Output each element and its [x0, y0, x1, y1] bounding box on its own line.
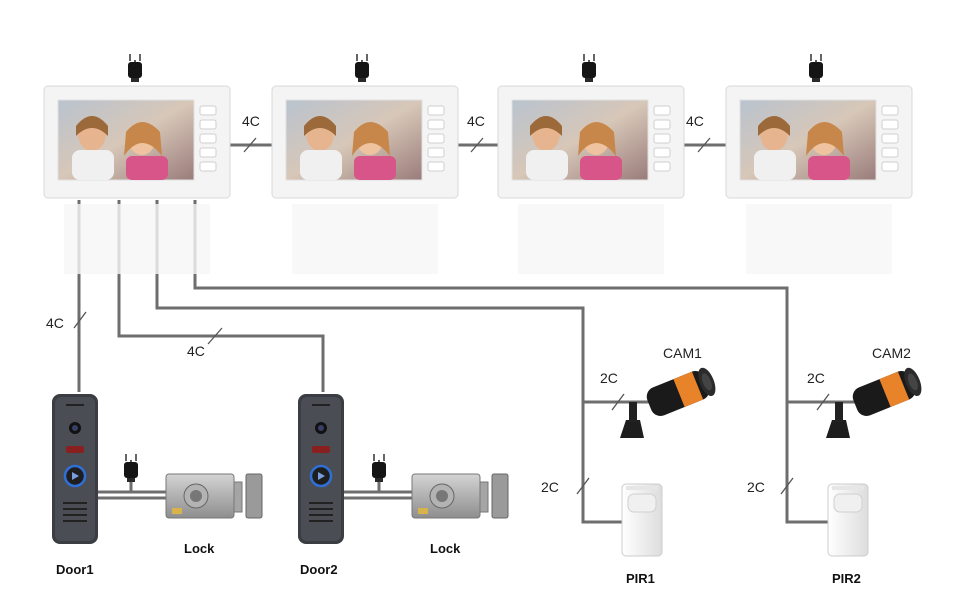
monitor-2: [271, 53, 459, 275]
monitor-4: [725, 53, 913, 275]
power-adapter-icon: [123, 453, 139, 483]
pir2-label: PIR2: [832, 571, 861, 586]
power-adapter-icon: [371, 453, 387, 483]
monitor-screen: [43, 85, 231, 275]
monitor-screen: [271, 85, 459, 275]
monitor-screen: [725, 85, 913, 275]
electric-lock-2: [411, 473, 509, 519]
monitor-link-label: 4C: [242, 113, 260, 129]
monitor-1: [43, 53, 231, 275]
cam2-cable-label: 2C: [807, 370, 825, 386]
door2-cable-label: 4C: [187, 343, 205, 359]
monitor-link-label: 4C: [686, 113, 704, 129]
power-adapter-icon: [808, 53, 824, 83]
pir1-cable-label: 2C: [541, 479, 559, 495]
monitor-3: [497, 53, 685, 275]
cable-ticks: [73, 137, 830, 495]
door1-label: Door1: [56, 562, 94, 577]
power-adapter-icon: [354, 53, 370, 83]
wires: [77, 143, 863, 524]
monitor-link-label: 4C: [467, 113, 485, 129]
door2-label: Door2: [300, 562, 338, 577]
pir2-cable-label: 2C: [747, 479, 765, 495]
cam2-label: CAM2: [872, 345, 911, 361]
pir-sensor-1: [621, 483, 663, 557]
cam1-label: CAM1: [663, 345, 702, 361]
pir1-label: PIR1: [626, 571, 655, 586]
lock1-label: Lock: [184, 541, 215, 556]
pir-sensor-2: [827, 483, 869, 557]
door-station-1: [50, 392, 100, 546]
monitor-screen: [497, 85, 685, 275]
cam1-cable-label: 2C: [600, 370, 618, 386]
lock2-label: Lock: [430, 541, 461, 556]
power-adapter-icon: [127, 53, 143, 83]
door1-cable-label: 4C: [46, 315, 64, 331]
door-station-2: [296, 392, 346, 546]
power-adapter-icon: [581, 53, 597, 83]
electric-lock-1: [165, 473, 263, 519]
